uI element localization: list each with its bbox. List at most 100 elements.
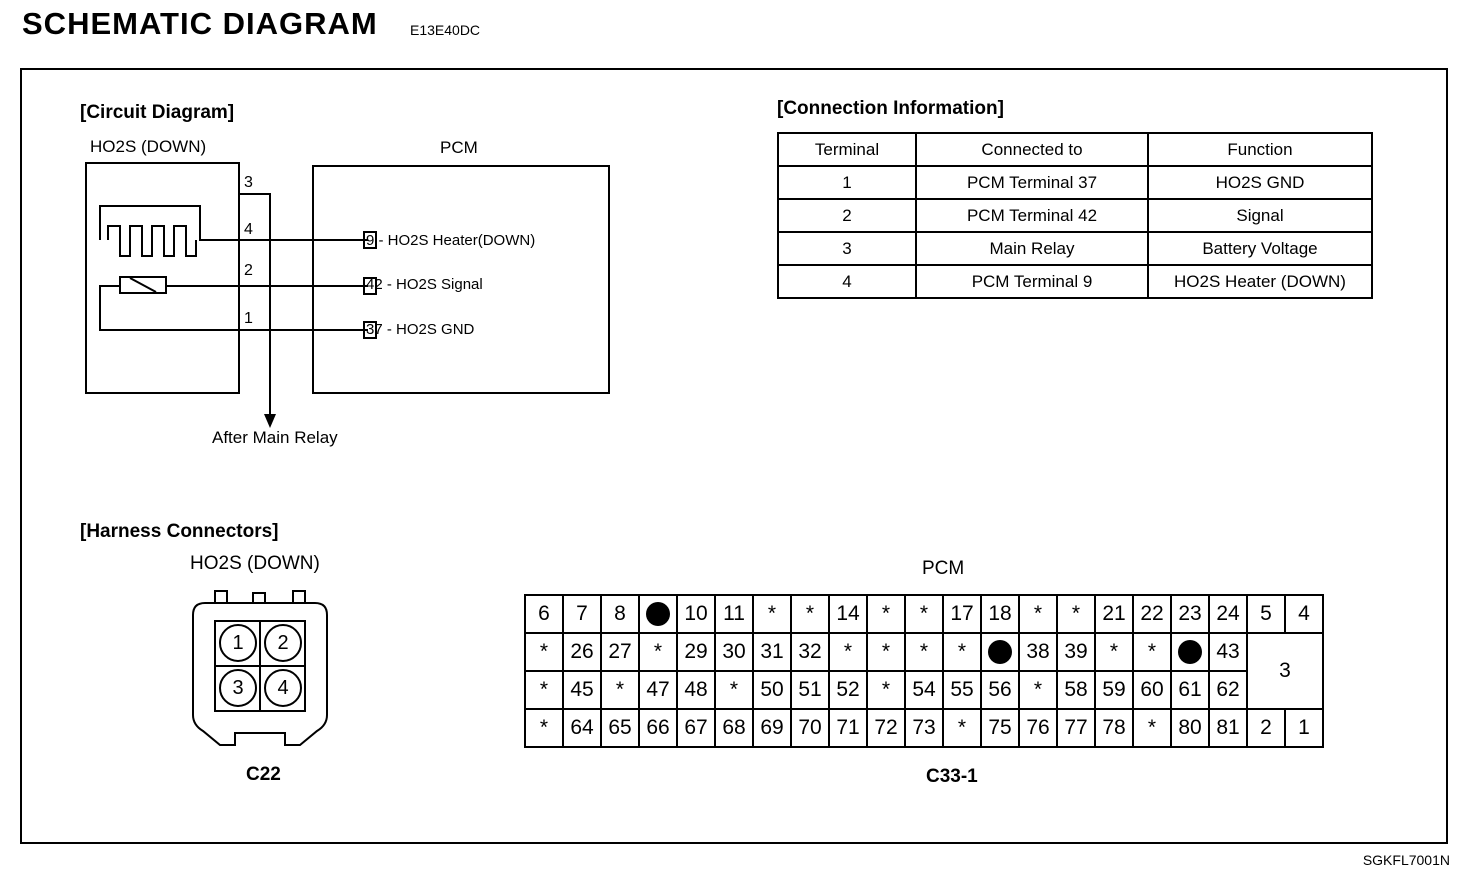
pcm-terminal-cell: 4 <box>1284 594 1324 634</box>
pcm-terminal-cell: 2 <box>1246 708 1286 748</box>
c22-cavity-2: 2 <box>264 624 302 662</box>
pcm-terminal-cell: 80 <box>1170 708 1210 748</box>
filled-terminal-icon <box>988 640 1012 665</box>
table-cell: PCM Terminal 42 <box>915 198 1149 233</box>
pcm-terminal-cell: * <box>600 670 640 710</box>
pcm-terminal-cell: 43 <box>1208 632 1248 672</box>
pcm-terminal-cell: 60 <box>1132 670 1172 710</box>
pcm-terminal-cell: 54 <box>904 670 944 710</box>
sensor-pin-3: 3 <box>244 174 253 191</box>
pcm-terminal-cell <box>1170 632 1210 672</box>
pcm-terminal-cell: 47 <box>638 670 678 710</box>
table-cell: Main Relay <box>915 231 1149 266</box>
table-row: 1 PCM Terminal 37 HO2S GND <box>777 165 1373 200</box>
pcm-terminal-cell: 56 <box>980 670 1020 710</box>
connection-table: Terminal Connected to Function 1 PCM Ter… <box>777 132 1373 299</box>
pcm-terminal-cell: 70 <box>790 708 830 748</box>
pcm-terminal-cell: * <box>942 708 982 748</box>
pcm-terminal-cell: 5 <box>1246 594 1286 634</box>
pcm-terminal-cell <box>638 594 678 634</box>
column-header: Terminal <box>777 132 917 167</box>
pcm-terminal-cell: * <box>1056 594 1096 634</box>
harness-section-title: [Harness Connectors] <box>80 521 279 542</box>
pcm-terminal-cell: 26 <box>562 632 602 672</box>
document-code: E13E40DC <box>410 22 481 38</box>
pcm-terminal-cell: * <box>524 670 564 710</box>
pcm-terminal-cell: * <box>524 708 564 748</box>
pcm-terminal-cell: 78 <box>1094 708 1134 748</box>
pcm-terminal-cell: * <box>866 594 906 634</box>
pcm-terminal-cell: * <box>942 632 982 672</box>
pcm-terminal-cell: 18 <box>980 594 1020 634</box>
pcm-terminal-cell: 69 <box>752 708 792 748</box>
pcm-terminal-cell: * <box>638 632 678 672</box>
table-cell: 3 <box>777 231 917 266</box>
pcm-terminal-cell: * <box>904 594 944 634</box>
table-cell: 4 <box>777 264 917 299</box>
sensor-pin-1: 1 <box>244 310 253 327</box>
c22-cavity-1: 1 <box>219 624 257 662</box>
heater-element-icon <box>107 225 197 257</box>
pcm-terminal-cell: * <box>1132 708 1172 748</box>
pcm-terminal-cell: 27 <box>600 632 640 672</box>
pcm-terminal-cell: 17 <box>942 594 982 634</box>
pcm-terminal-cell: 8 <box>600 594 640 634</box>
pcm-terminal-cell: 38 <box>1018 632 1058 672</box>
pcm-terminal-cell: 29 <box>676 632 716 672</box>
pcm-terminal-cell: 50 <box>752 670 792 710</box>
table-cell: 1 <box>777 165 917 200</box>
pcm-terminal-cell: 66 <box>638 708 678 748</box>
table-cell: 2 <box>777 198 917 233</box>
gnd-wire-inner <box>99 285 240 331</box>
pcm-terminal-cell: 75 <box>980 708 1020 748</box>
pcm-terminal-42-label: 42 - HO2S Signal <box>366 276 483 293</box>
pcm-terminal-cell: 22 <box>1132 594 1172 634</box>
pcm-terminal-cell: 55 <box>942 670 982 710</box>
table-header-row: Terminal Connected to Function <box>777 132 1373 167</box>
pcm-terminal-cell: 67 <box>676 708 716 748</box>
pcm-terminal-37-label: 37 - HO2S GND <box>366 321 475 338</box>
pcm-terminal-cell <box>980 632 1020 672</box>
table-cell: Battery Voltage <box>1147 231 1373 266</box>
c22-cavity-4: 4 <box>264 669 302 707</box>
pcm-terminal-cell: 11 <box>714 594 754 634</box>
column-header: Connected to <box>915 132 1149 167</box>
pcm-terminal-cell: * <box>1132 632 1172 672</box>
circuit-section-title: [Circuit Diagram] <box>80 102 235 123</box>
pcm-terminal-cell: * <box>1094 632 1134 672</box>
pcm-terminal-cell: 58 <box>1056 670 1096 710</box>
pcm-terminal-cell: 45 <box>562 670 602 710</box>
sensor-box <box>85 162 240 394</box>
pcm-terminal-cell: 30 <box>714 632 754 672</box>
pcm-terminal-cell: 7 <box>562 594 602 634</box>
pcm-terminal-cell: 72 <box>866 708 906 748</box>
pcm-box <box>312 165 610 394</box>
table-row: 2 PCM Terminal 42 Signal <box>777 198 1373 233</box>
table-row: 4 PCM Terminal 9 HO2S Heater (DOWN) <box>777 264 1373 299</box>
filled-terminal-icon <box>1178 640 1202 665</box>
pcm-terminal-cell: 59 <box>1094 670 1134 710</box>
pcm-terminal-cell: 52 <box>828 670 868 710</box>
relay-wire <box>240 193 271 418</box>
terminal-box-42 <box>363 277 377 295</box>
pcm-terminal-cell: 10 <box>676 594 716 634</box>
pcm-connector-name: C33-1 <box>926 766 978 787</box>
pcm-terminal-cell: 31 <box>752 632 792 672</box>
pcm-terminal-cell: 73 <box>904 708 944 748</box>
sensor-pin-2: 2 <box>244 262 253 279</box>
reference-code: SGKFL7001N <box>1362 852 1450 868</box>
pcm-terminal-9-label: 9 - HO2S Heater(DOWN) <box>366 232 536 249</box>
table-cell: PCM Terminal 37 <box>915 165 1149 200</box>
table-cell: PCM Terminal 9 <box>915 264 1149 299</box>
pcm-terminal-cell: * <box>752 594 792 634</box>
table-cell: Signal <box>1147 198 1373 233</box>
connection-section-title: [Connection Information] <box>777 98 1004 119</box>
pcm-terminal-cell: * <box>866 670 906 710</box>
sensor-pin-4: 4 <box>244 221 253 238</box>
pcm-terminal-cell: * <box>790 594 830 634</box>
pcm-terminal-cell: 1 <box>1284 708 1324 748</box>
